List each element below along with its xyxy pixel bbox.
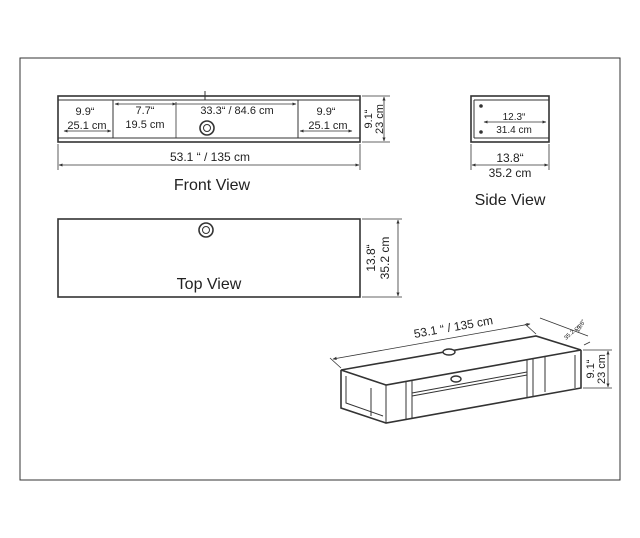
front-left-cm: 25.1 cm: [67, 120, 106, 132]
front-mid-inch: 7.7“: [136, 105, 155, 117]
front-view: 9.9“ 25.1 cm 7.7“ 19.5 cm 33.3“ / 84.6 c…: [57, 91, 390, 194]
perspective-height-cm: 23 cm: [596, 354, 608, 384]
side-inner-inch: 12.3“: [503, 112, 526, 123]
front-mid-cm: 19.5 cm: [125, 119, 164, 131]
top-depth-inch: 13.8“: [364, 244, 378, 271]
perspective-height-inch: 9.1“: [585, 359, 597, 378]
top-view-title: Top View: [177, 276, 242, 293]
front-view-title: Front View: [174, 177, 251, 194]
top-view: 13.8“ 35.2 cm Top View: [57, 218, 402, 298]
top-unit-outline: [57, 218, 361, 298]
side-view-title: Side View: [475, 192, 546, 209]
perspective-width-label: 53.1 “ / 135 cm: [413, 313, 494, 341]
side-depth-cm: 35.2 cm: [489, 166, 532, 180]
front-right-cm: 25.1 cm: [308, 120, 347, 132]
top-depth-cm: 35.2 cm: [378, 237, 392, 280]
cable-hole-icon: [199, 120, 215, 136]
front-height-cm: 23 cm: [374, 104, 386, 134]
side-unit-outline: [470, 95, 550, 143]
perspective-cable-hole-icon: [442, 348, 456, 356]
front-total-width: 53.1 “ / 135 cm: [170, 150, 250, 164]
front-center-label: 33.3“ / 84.6 cm: [200, 105, 273, 117]
front-height-inch: 9.1“: [363, 109, 375, 128]
front-right-inch: 9.9“: [317, 106, 336, 118]
perspective-view: 53.1 “ / 135 cm 13.8“ 35.2 cm 9.1“ 23 cm: [329, 313, 612, 424]
side-view: 12.3“ 31.4 cm 13.8“ 35.2 cm Side View: [470, 95, 550, 209]
front-left-inch: 9.9“: [76, 106, 95, 118]
drawing-frame: [19, 57, 621, 481]
side-depth-inch: 13.8“: [496, 151, 523, 165]
side-inner-cm: 31.4 cm: [496, 125, 532, 136]
top-cable-hole-icon: [198, 222, 214, 238]
front-unit-outline: [57, 95, 361, 143]
